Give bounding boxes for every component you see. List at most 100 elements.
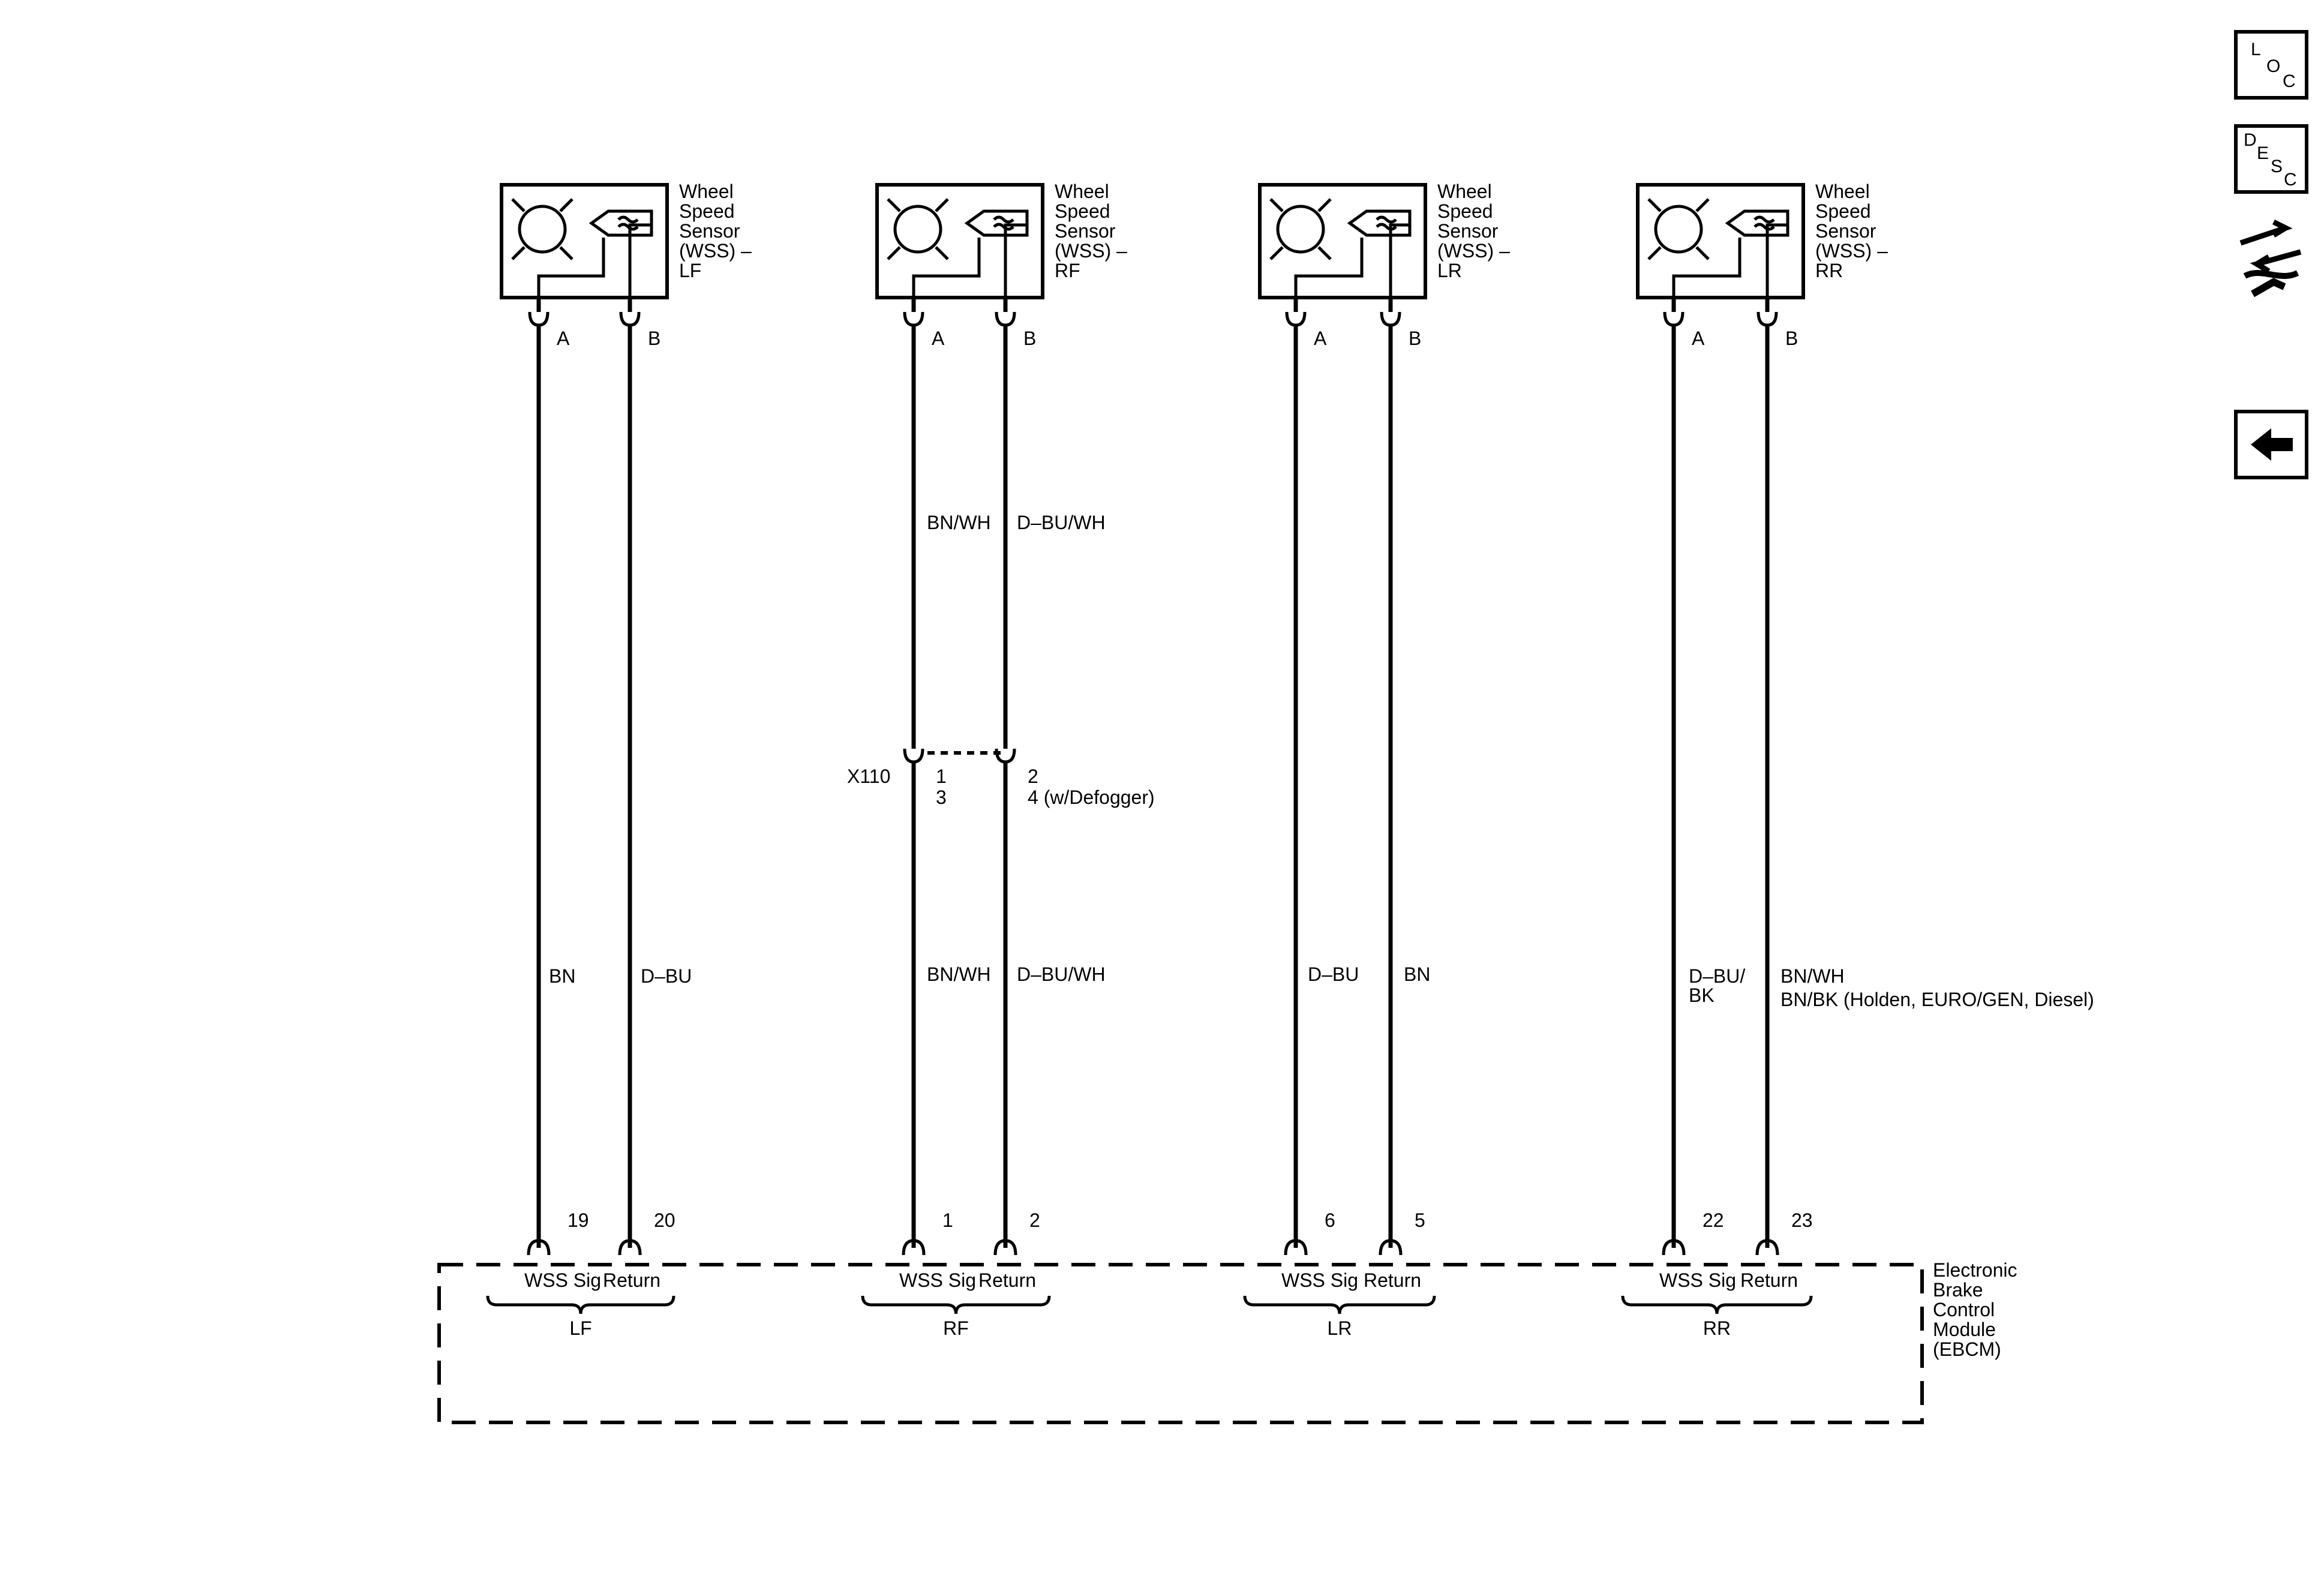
wire-label-rf-b-lower: D–BU/WH	[1017, 963, 1106, 985]
sensor-pin-a-label: A	[557, 328, 570, 349]
connector-arrows-icon[interactable]	[2239, 219, 2302, 298]
sensor-box-lf	[500, 183, 669, 299]
x110-pin-a-1: 1	[936, 766, 947, 787]
ebcm-group-brace	[861, 1295, 1051, 1314]
sensor-label-line: (WSS) –	[1437, 240, 1510, 262]
wire-label-lf-a: BN	[549, 965, 575, 987]
sensor-pickup-icon	[588, 209, 653, 237]
x110-name: X110	[847, 766, 890, 787]
wire-label-rf-a-lower: BN/WH	[927, 963, 991, 985]
ebcm-pin-ret: 23	[1791, 1209, 1813, 1231]
ebcm-sig-label: WSS Sig	[1659, 1269, 1736, 1291]
wire-label-lr-a: D–BU	[1308, 963, 1359, 985]
ebcm-terminal	[1755, 1239, 1779, 1256]
sensor-pickup-icon	[964, 209, 1029, 237]
nav-buttons: L O C D E S C	[2234, 30, 2308, 479]
sensor-pin-a-label: A	[932, 328, 945, 349]
ebcm-label-line: Control	[1933, 1299, 1995, 1320]
wheel-speed-sensor-icon	[1269, 198, 1332, 260]
sensor-label-line: (WSS) –	[679, 240, 752, 262]
description-letter-e: E	[2257, 143, 2269, 163]
ebcm-sig-label: WSS Sig	[1281, 1269, 1358, 1291]
back-arrow-icon[interactable]	[2251, 428, 2293, 461]
wheel-speed-sensor-icon	[887, 198, 949, 260]
ebcm-group-brace	[1621, 1295, 1813, 1314]
sensor-terminal-a	[903, 311, 924, 327]
x110-terminal	[903, 748, 924, 764]
ebcm-group-brace	[1243, 1295, 1436, 1314]
sensor-label-line: Speed	[1437, 200, 1493, 222]
ebcm-terminal	[1284, 1239, 1308, 1256]
description-button-frame[interactable]	[2234, 124, 2308, 194]
ebcm-group-name: LR	[1328, 1317, 1352, 1339]
ebcm-pin-sig: 6	[1325, 1209, 1335, 1231]
sensor-terminal-a	[1285, 311, 1307, 327]
wire-label-rr-a-2: BK	[1689, 984, 1715, 1006]
ebcm-group-name: RR	[1703, 1317, 1731, 1339]
ebcm-terminal	[902, 1239, 926, 1256]
ebcm-pin-sig: 1	[942, 1209, 953, 1231]
sensor-label-line: Sensor	[1815, 220, 1876, 242]
ebcm-sig-label: WSS Sig	[899, 1269, 976, 1291]
sensor-box-lr	[1258, 183, 1427, 299]
sensor-pin-b-label: B	[1409, 328, 1421, 349]
wires-lf	[527, 325, 642, 1256]
sensor-label-line: Speed	[679, 200, 735, 222]
sensor-label-line: Wheel	[679, 181, 734, 202]
back-button[interactable]	[2234, 410, 2308, 479]
ebcm-terminal	[993, 1239, 1017, 1256]
sensor-label-line: Sensor	[1055, 220, 1116, 242]
wheel-speed-sensor-icon	[511, 198, 574, 260]
sensor-pin-b-label: B	[1023, 328, 1036, 349]
wire-label-rr-b-2: BN/BK (Holden, EURO/GEN, Diesel)	[1780, 989, 2094, 1010]
sensor-label-line: (WSS) –	[1055, 240, 1127, 262]
ebcm-pin-ret: 20	[654, 1209, 675, 1231]
connector-end-view-button[interactable]	[2239, 219, 2302, 298]
sensor-label-line: Sensor	[679, 220, 740, 242]
ebcm-pin-ret: 5	[1415, 1209, 1425, 1231]
wires-rr	[1662, 325, 1779, 1256]
sensor-pickup-icon	[1725, 209, 1789, 237]
description-letter-d: D	[2244, 130, 2257, 150]
ebcm-ret-label: Return	[978, 1269, 1036, 1291]
ebcm-label-line: Module	[1933, 1319, 1996, 1340]
description-button[interactable]: D E S C	[2234, 124, 2308, 194]
location-button[interactable]: L O C	[2234, 30, 2308, 100]
sensor-terminal-a	[1663, 311, 1685, 327]
sensor-label-line: LR	[1437, 260, 1462, 281]
wire-label-lf-b: D–BU	[641, 965, 692, 987]
x110-pin-a-2: 3	[936, 786, 947, 808]
sensor-terminal-b	[1756, 311, 1778, 327]
location-button-frame[interactable]	[2234, 30, 2308, 100]
wire-label-rf-a-upper: BN/WH	[927, 512, 991, 533]
ebcm-group-name: LF	[569, 1317, 591, 1339]
ebcm-terminal	[1379, 1239, 1403, 1256]
sensor-label-line: RF	[1055, 260, 1080, 281]
wire-label-rf-b-upper: D–BU/WH	[1017, 512, 1106, 533]
ebcm-label-line: (EBCM)	[1933, 1338, 2001, 1360]
ebcm-label-line: Brake	[1933, 1279, 1983, 1301]
sensor-label-line: Speed	[1815, 200, 1871, 222]
ebcm-group-brace	[486, 1295, 675, 1314]
sensor-label-line: Wheel	[1055, 181, 1109, 202]
ebcm-outline	[437, 1263, 1924, 1424]
x110-terminal	[995, 748, 1016, 764]
wheel-speed-sensor-icon	[1647, 198, 1710, 260]
description-letter-c: C	[2284, 170, 2297, 190]
ebcm-pin-ret: 2	[1029, 1209, 1040, 1231]
sensor-terminal-a	[528, 311, 550, 327]
ebcm-pin-sig: 22	[1703, 1209, 1724, 1231]
location-letter-o: O	[2266, 56, 2280, 76]
